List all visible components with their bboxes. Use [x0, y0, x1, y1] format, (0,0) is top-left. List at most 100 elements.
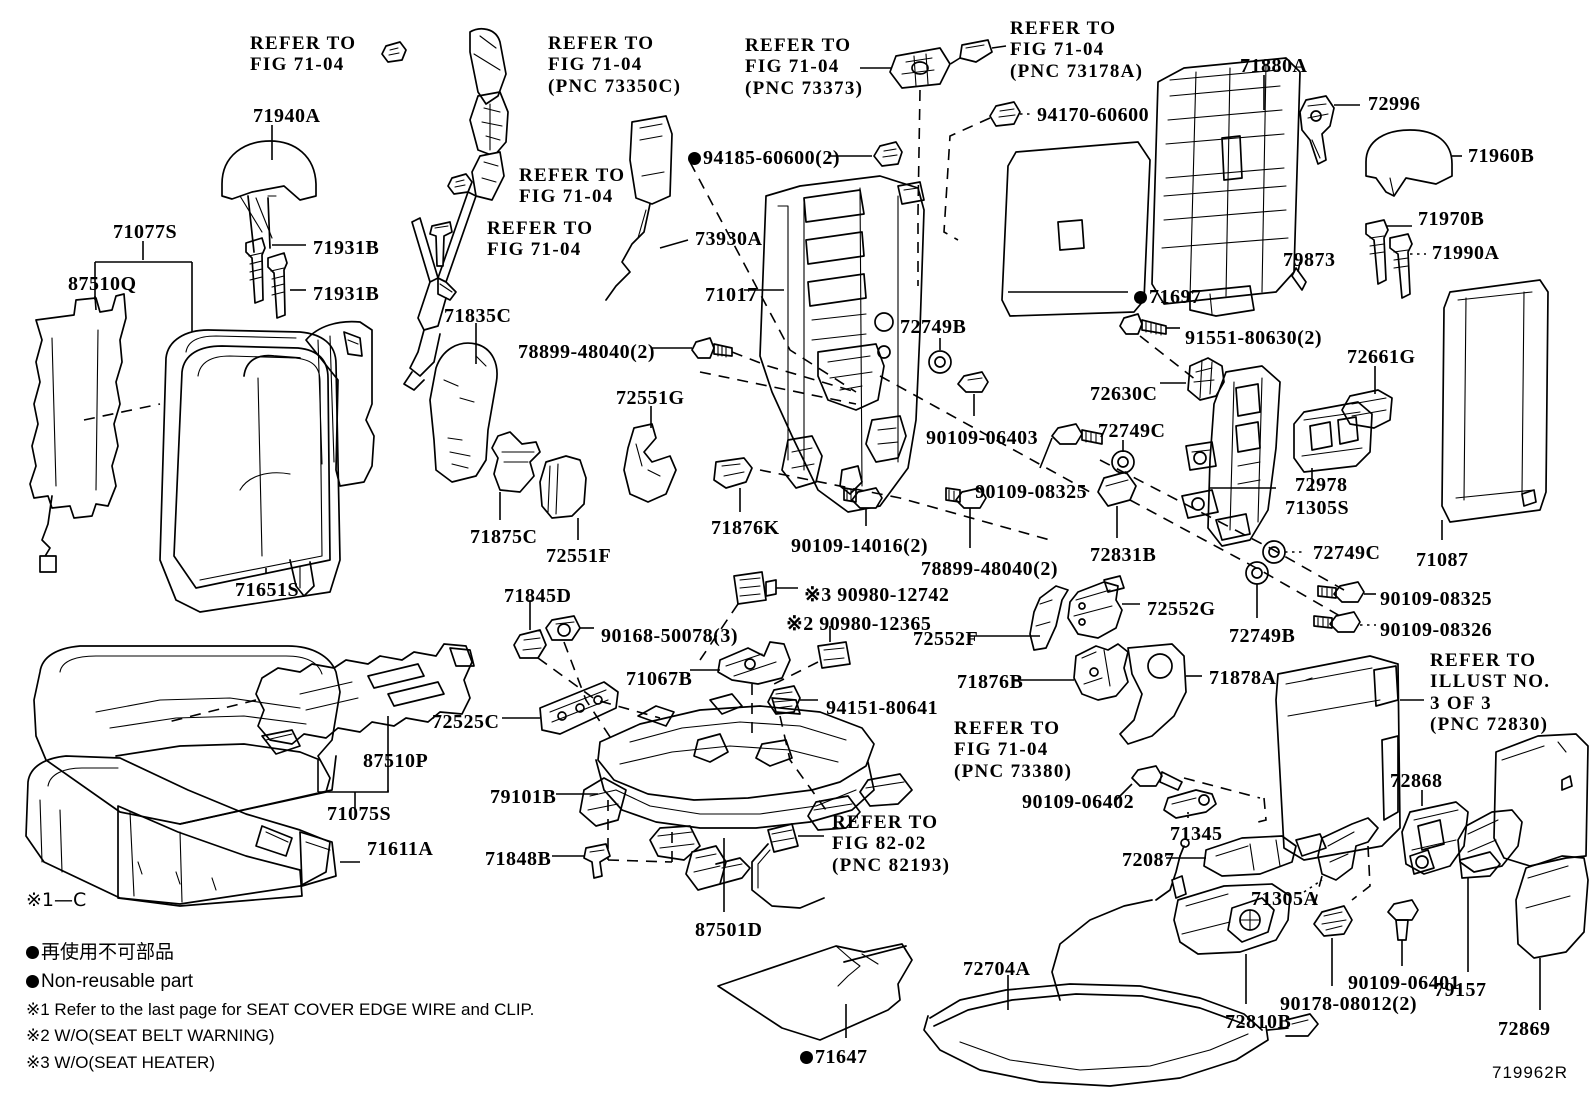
leader-73178a	[991, 45, 1007, 49]
part-label-line: 3 OF 3	[1430, 692, 1492, 714]
part-label-line: 90178-08012(2)	[1280, 993, 1417, 1015]
part-shape-71876K	[713, 457, 753, 489]
part-label-line: FIG 71-04	[250, 54, 345, 76]
dash-71345	[1183, 777, 1261, 799]
part-shape-72661G	[1341, 389, 1393, 429]
part-label-line: 71697	[1149, 286, 1202, 308]
fastener-90178-08012	[1313, 905, 1353, 937]
fastener-90109-06401	[1387, 899, 1419, 941]
fastener-72831B	[1097, 471, 1137, 507]
bullet-icon	[1134, 291, 1147, 304]
part-label-71017: 71017	[705, 284, 758, 306]
part-label-90109-08325-a: 90109-08325	[975, 481, 1087, 503]
part-shape-71697	[1001, 141, 1151, 317]
part-label-72749C-a: 72749C	[1098, 420, 1165, 442]
part-label-line: 90109-08326	[1380, 619, 1493, 641]
part-label-line: FIG 71-04	[745, 56, 840, 78]
part-label-line: (PNC 73380)	[954, 760, 1073, 782]
part-label-line: 72551F	[546, 545, 612, 567]
part-label-line: 72810B	[1225, 1011, 1292, 1033]
part-label-line: 90109-06403	[926, 427, 1039, 449]
part-label-72087: 72087	[1122, 849, 1175, 871]
part-label-90109-14016: 90109-14016(2)	[791, 535, 928, 557]
part-label-line: 87510P	[363, 750, 429, 772]
bullet-icon	[26, 975, 39, 989]
part-label-line: REFER TO	[250, 33, 357, 54]
figure-id: 719962R	[1491, 1063, 1568, 1082]
legend-nonreusable-jp-text: 再使用不可部品	[41, 942, 175, 963]
part-label-line: 73930A	[695, 228, 763, 250]
fastener-72749B-b	[1245, 561, 1269, 585]
part-label-line: REFER TO	[548, 33, 655, 54]
part-label-90109-06401: 90109-06401	[1348, 972, 1460, 994]
part-label-71075S: 71075S	[327, 803, 391, 825]
part-shape-72630C	[1187, 357, 1225, 401]
part-label-71067B: 71067B	[626, 668, 692, 690]
part-label-line: 71940A	[253, 105, 321, 127]
part-label-71876K: 71876K	[711, 517, 780, 539]
part-shape-71651S	[159, 320, 375, 613]
part-shape-71845D	[513, 629, 547, 659]
part-label-78899-48040-b: 78899-48040(2)	[921, 558, 1058, 580]
fastener-72749C-a	[1111, 450, 1135, 474]
fastener-shapes-belt	[381, 41, 473, 267]
part-label-line: 90109-08325	[975, 481, 1088, 503]
part-label-72749B-b: 72749B	[1229, 625, 1295, 647]
part-label-line: REFER TO	[519, 165, 626, 186]
legend-note-1: ※1 Refer to the last page for SEAT COVER…	[26, 999, 535, 1019]
part-label-72978: 72978	[1295, 474, 1348, 496]
part-label-91551-80630: 91551-80630(2)	[1185, 327, 1322, 349]
part-label-73930A: 73930A	[695, 228, 762, 250]
part-label-72630C: 72630C	[1090, 383, 1157, 405]
part-label-line: 71880A	[1240, 55, 1308, 77]
part-label-line: 71345	[1170, 823, 1223, 845]
part-shape-72551G	[623, 423, 677, 503]
part-shape-71835C	[429, 342, 498, 483]
part-shape-90980-12365	[817, 641, 851, 669]
part-label-line: 72749B	[1229, 625, 1296, 647]
part-label-line: 90109-06402	[1022, 791, 1135, 813]
part-shape-87510Q	[29, 293, 161, 573]
fastener-91551-80630	[1119, 313, 1167, 336]
part-label-line: 71876B	[957, 671, 1024, 693]
part-label-line: REFER TO	[487, 218, 594, 239]
part-label-72868: 72868	[1390, 770, 1443, 792]
part-label-line: 71835C	[444, 305, 512, 327]
part-label-71345: 71345	[1170, 823, 1223, 845]
part-label-71845D: 71845D	[504, 585, 571, 607]
dash-78899-a	[731, 351, 857, 393]
fastener-94151-80641	[767, 685, 801, 715]
part-label-79101B: 79101B	[490, 786, 556, 808]
part-label-line: 71647	[815, 1046, 868, 1068]
part-shape-71017	[759, 175, 925, 513]
fastener-90109-08325-b	[1317, 581, 1365, 603]
part-label-line: 87510Q	[68, 273, 137, 295]
dash-71345b	[1257, 797, 1267, 823]
part-label-line: 72704A	[963, 958, 1031, 980]
fastener-72749B-a	[928, 350, 952, 374]
part-shape-72525C	[539, 681, 619, 735]
part-label-71878A: 71878A	[1209, 667, 1276, 689]
legend-nonreusable-jp: 再使用不可部品	[26, 938, 534, 967]
part-label-line: 71875C	[470, 526, 538, 548]
dash-73373	[917, 89, 921, 286]
part-label-line: 72661G	[1347, 346, 1416, 368]
part-label-90168-50078: 90168-50078(3)	[601, 625, 738, 647]
part-label-72525C: 72525C	[432, 711, 499, 733]
fastener-90168-50078	[545, 615, 581, 641]
part-label-line: 72831B	[1090, 544, 1157, 566]
part-shape-87501D	[685, 845, 751, 891]
part-label-line: FIG 71-04	[1010, 39, 1105, 61]
leader-73930A	[659, 239, 689, 249]
part-label-line: 79157	[1434, 979, 1487, 1001]
part-label-90109-06402: 90109-06402	[1022, 791, 1134, 813]
part-label-line: FIG 82-02	[832, 833, 927, 855]
part-label-72749C-b: 72749C	[1313, 542, 1380, 564]
part-shape-71875C	[491, 431, 541, 493]
part-label-71848B: 71848B	[485, 848, 551, 870]
part-label-line: 72978	[1295, 474, 1348, 496]
